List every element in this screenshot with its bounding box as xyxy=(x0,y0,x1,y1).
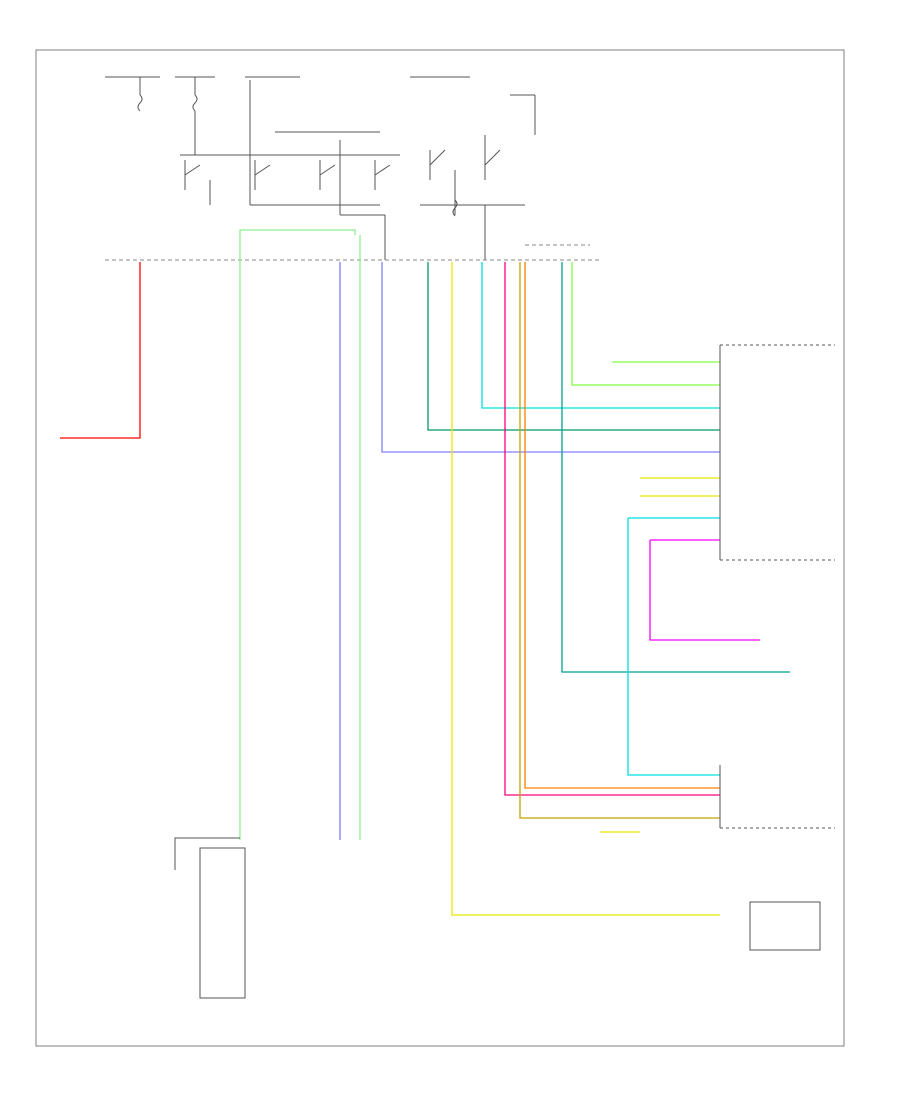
wire-cyan-2 xyxy=(627,518,720,776)
wire-orange xyxy=(524,262,720,789)
wire-red xyxy=(60,262,141,439)
wire-blue-2 xyxy=(381,262,720,453)
wire-light-green xyxy=(571,262,720,386)
wire-green xyxy=(239,229,356,262)
connector-row xyxy=(105,244,600,261)
wire-cyan xyxy=(481,262,720,409)
fuse-group xyxy=(137,77,198,155)
diagram-frame xyxy=(35,49,845,1047)
wires xyxy=(60,229,790,916)
wire-teal xyxy=(561,262,790,673)
wire-yellow xyxy=(451,262,720,916)
wire-pink xyxy=(504,262,720,796)
wire-dark-green xyxy=(427,262,720,431)
control-module xyxy=(174,344,835,999)
relay-block xyxy=(180,80,400,260)
wire-magenta xyxy=(649,540,760,641)
switch-group xyxy=(420,94,536,260)
wire-olive xyxy=(519,262,720,819)
